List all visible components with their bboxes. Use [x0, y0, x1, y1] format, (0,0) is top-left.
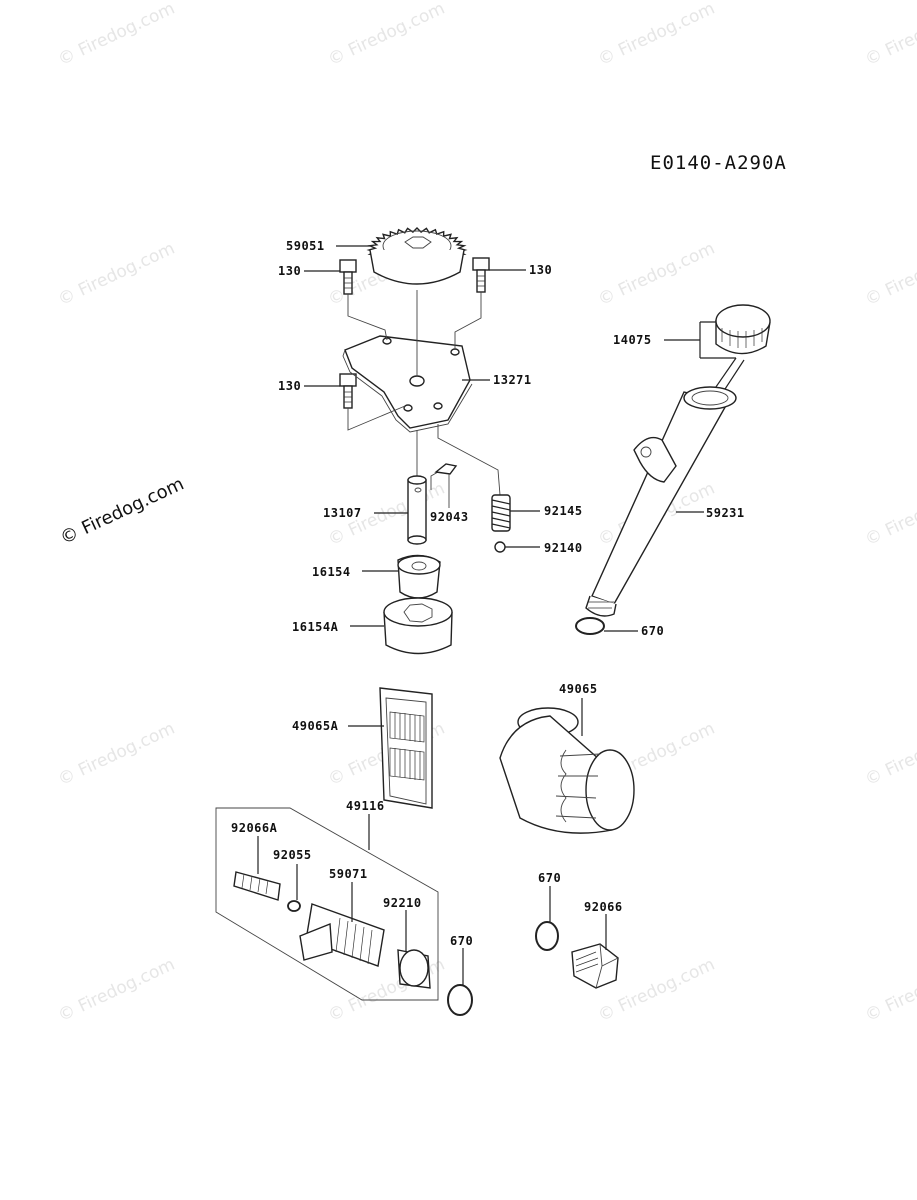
callout-59051: 59051 — [286, 239, 325, 253]
strainer-part — [379, 687, 433, 809]
outer-rotor-part — [383, 597, 453, 655]
callout-13107: 13107 — [323, 506, 362, 520]
callout-92145: 92145 — [544, 504, 583, 518]
callout-49065A: 49065A — [292, 719, 339, 733]
o-ring-part — [575, 617, 605, 635]
callout-92066A: 92066A — [231, 821, 278, 835]
bolt-part — [339, 373, 357, 409]
leader-lines — [257, 245, 736, 985]
ball-part — [494, 541, 506, 553]
o-ring-part — [535, 921, 559, 951]
callout-16154: 16154 — [312, 565, 351, 579]
callout-92210: 92210 — [383, 896, 422, 910]
callout-130: 130 — [278, 264, 302, 278]
small-o-ring-part — [287, 900, 301, 912]
tee-fitting-part — [299, 903, 385, 967]
callout-670: 670 — [450, 934, 474, 948]
drain-plug-part — [571, 943, 619, 989]
callout-92140: 92140 — [544, 541, 583, 555]
spring-part — [491, 494, 511, 532]
nut-part — [397, 949, 431, 989]
callout-130: 130 — [529, 263, 553, 277]
callout-59071: 59071 — [329, 867, 368, 881]
shaft-part — [407, 463, 458, 545]
callout-92055: 92055 — [273, 848, 312, 862]
callout-670: 670 — [538, 871, 562, 885]
gear-part — [366, 227, 468, 285]
threaded-plug-part — [233, 871, 281, 901]
cover-plate-part — [342, 335, 473, 433]
bolt-part — [339, 259, 357, 295]
o-ring-part — [447, 984, 473, 1016]
callout-670: 670 — [641, 624, 665, 638]
oil-filter-part — [499, 707, 635, 834]
bolt-part — [472, 257, 490, 293]
group-box — [215, 807, 439, 1001]
drawing-code: E0140-A290A — [650, 152, 787, 174]
callout-49116: 49116 — [346, 799, 385, 813]
callout-16154A: 16154A — [292, 620, 339, 634]
callout-13271: 13271 — [493, 373, 532, 387]
filler-cap-part — [699, 304, 771, 413]
callout-92066: 92066 — [584, 900, 623, 914]
callout-59231: 59231 — [706, 506, 745, 520]
inner-rotor-part — [397, 554, 441, 599]
callout-92043: 92043 — [430, 510, 469, 524]
callout-14075: 14075 — [613, 333, 652, 347]
callout-49065: 49065 — [559, 682, 598, 696]
callout-130: 130 — [278, 379, 302, 393]
filler-tube-part — [585, 386, 737, 617]
